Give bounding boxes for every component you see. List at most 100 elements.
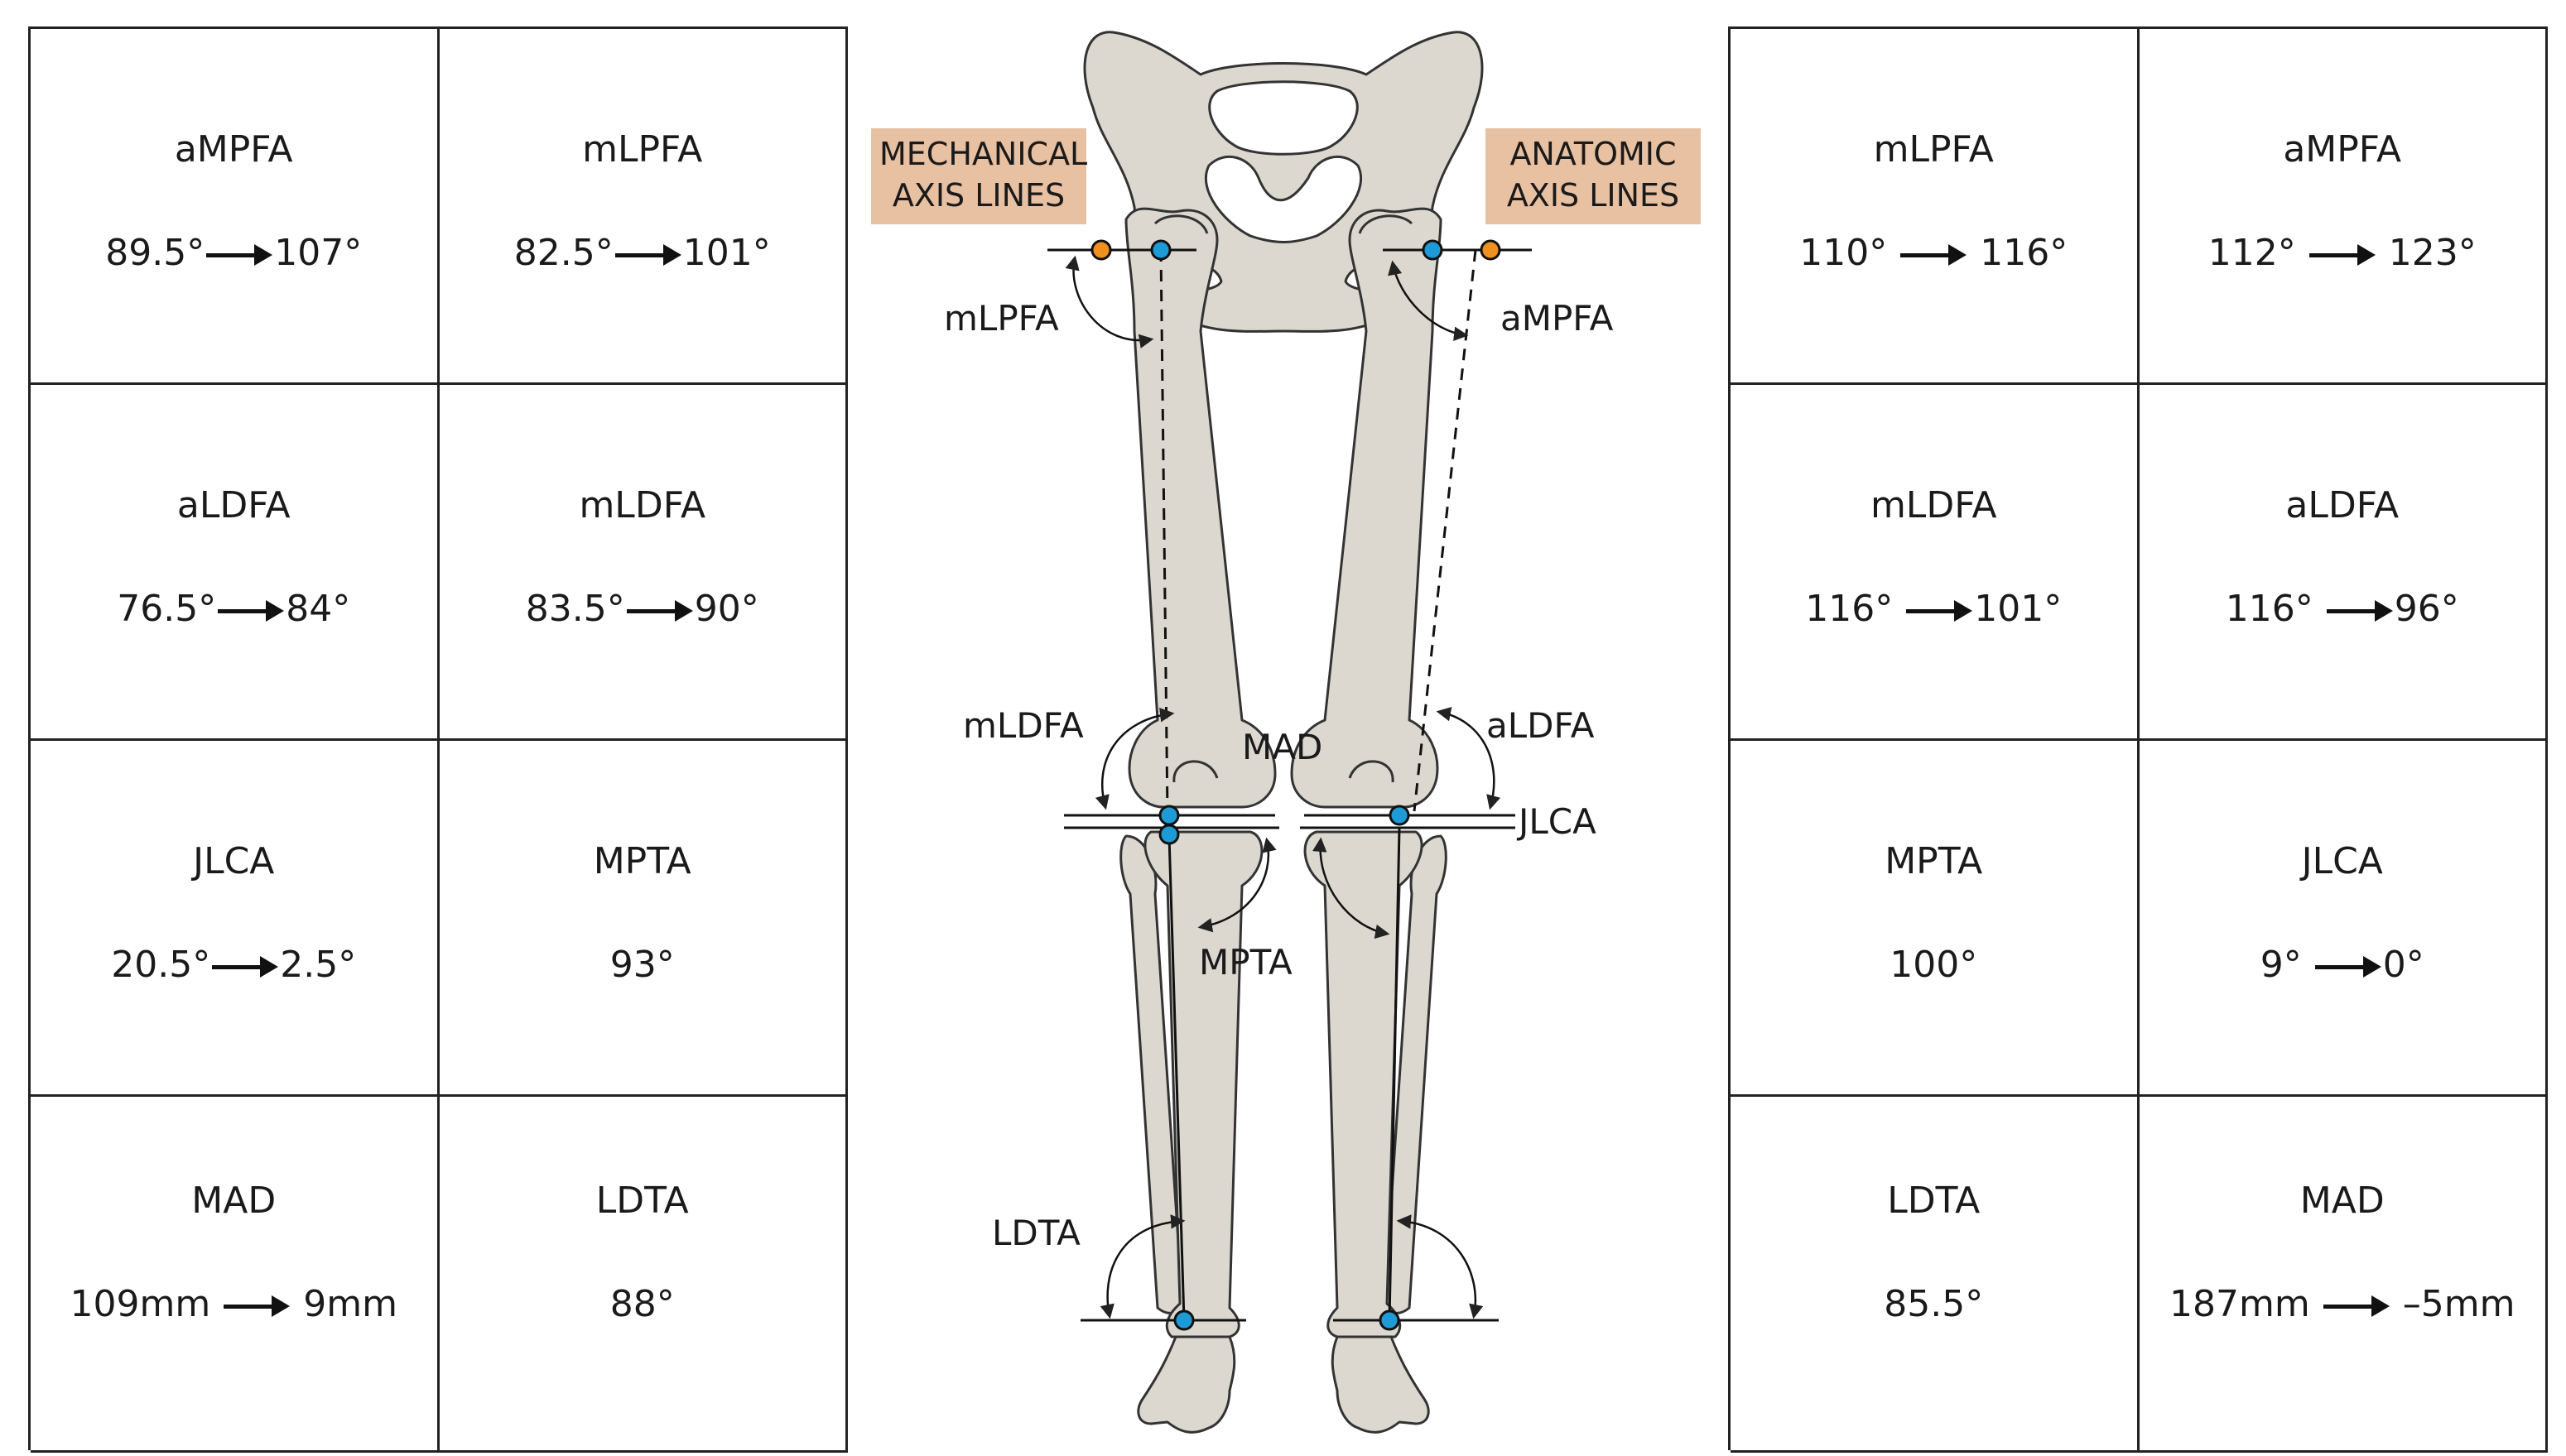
right-femoral-head-outline bbox=[1358, 214, 1413, 234]
mlpfa-arc bbox=[1065, 255, 1154, 348]
cell-name: MPTA bbox=[1885, 840, 1983, 882]
right-arrow-icon bbox=[614, 244, 681, 266]
right-cell-ldta: LDTA 85.5° bbox=[1731, 1097, 2140, 1453]
right-arrow-icon bbox=[206, 244, 273, 266]
cell-value: 82.5°101° bbox=[513, 232, 771, 274]
left-cell-ampfa: aMPFA 89.5°107° bbox=[31, 29, 440, 385]
cell-name: MAD bbox=[2299, 1180, 2385, 1222]
label-mad: MAD bbox=[1242, 727, 1323, 767]
left-cell-mlpfa: mLPFA 82.5°101° bbox=[439, 29, 848, 385]
left-cell-mad: MAD 109mm 9mm bbox=[31, 1097, 440, 1453]
aldfa-arc bbox=[1436, 707, 1501, 810]
left-angle-table: aMPFA 89.5°107° mLPFA 82.5°101° aLDFA 76… bbox=[28, 26, 848, 1453]
tag-line: ANATOMIC bbox=[1509, 136, 1677, 172]
cell-name: MAD bbox=[191, 1180, 277, 1222]
left-cell-aldfa: aLDFA 76.5°84° bbox=[31, 385, 440, 741]
left-hip-center-point bbox=[1150, 239, 1172, 261]
axis-lines bbox=[1047, 248, 1532, 1322]
right-arrow-icon bbox=[2323, 1295, 2390, 1317]
right-cell-mldfa: mLDFA 116° 101° bbox=[1731, 385, 2140, 741]
left-ankle-point bbox=[1173, 1309, 1195, 1331]
right-arrow-icon bbox=[626, 600, 693, 622]
cell-name: LDTA bbox=[595, 1180, 689, 1222]
left-femur-mechanical-axis bbox=[1159, 249, 1169, 816]
cell-value: 93° bbox=[609, 944, 675, 986]
cell-value: 88° bbox=[609, 1283, 675, 1325]
right-cell-aldfa: aLDFA 116° 96° bbox=[2139, 385, 2548, 741]
ampfa-arc bbox=[1388, 260, 1469, 341]
right-angle-table: mLPFA 110° 116° aMPFA 112° 123° mLDFA 11… bbox=[1728, 26, 2548, 1453]
cell-value: 85.5° bbox=[1884, 1283, 1984, 1325]
right-arrow-icon bbox=[1906, 600, 1973, 622]
right-arrow-icon bbox=[2314, 956, 2381, 978]
label-mlpfa: mLPFA bbox=[944, 298, 1059, 339]
mldfa-arc bbox=[1095, 708, 1175, 810]
cell-value: 109mm 9mm bbox=[70, 1283, 397, 1325]
right-mpta-arc bbox=[1312, 837, 1390, 939]
tag-line: AXIS LINES bbox=[892, 177, 1066, 214]
cell-name: LDTA bbox=[1887, 1180, 1981, 1222]
cell-value: 116° 96° bbox=[2225, 588, 2459, 630]
left-condyle-notch bbox=[1172, 760, 1219, 783]
label-jlca: JLCA bbox=[1519, 801, 1596, 842]
mpta-arc bbox=[1197, 837, 1277, 933]
cell-name: mLPFA bbox=[1873, 128, 1994, 171]
cell-value: 76.5°84° bbox=[117, 588, 351, 630]
right-cell-mpta: MPTA 100° bbox=[1731, 741, 2140, 1097]
label-aldfa: aLDFA bbox=[1486, 705, 1595, 746]
right-femur-anatomic-axis bbox=[1413, 249, 1477, 812]
cell-name: MPTA bbox=[593, 840, 691, 882]
cell-value: 100° bbox=[1890, 944, 1978, 986]
right-knee-point bbox=[1389, 805, 1410, 826]
left-knee-femur-point bbox=[1158, 805, 1180, 826]
cell-value: 20.5°2.5° bbox=[111, 944, 357, 986]
right-femur bbox=[1290, 207, 1442, 809]
tag-line: AXIS LINES bbox=[1506, 177, 1680, 214]
left-cell-mldfa: mLDFA 83.5°90° bbox=[439, 385, 848, 741]
right-hip-center-point bbox=[1422, 239, 1443, 261]
right-hip-anatomic-point bbox=[1480, 239, 1501, 261]
pelvis-sacrum bbox=[1208, 80, 1359, 156]
right-cell-mad: MAD 187mm –5mm bbox=[2139, 1097, 2548, 1453]
cell-value: 112° 123° bbox=[2207, 232, 2477, 274]
right-arrow-icon bbox=[218, 600, 285, 622]
cell-value: 9° 0° bbox=[2260, 944, 2424, 986]
cell-value: 89.5°107° bbox=[105, 232, 363, 274]
label-ldta: LDTA bbox=[992, 1213, 1081, 1253]
cell-name: aMPFA bbox=[174, 128, 293, 171]
mechanical-axis-lines-tag: MECHANICAL AXIS LINES bbox=[871, 128, 1088, 224]
right-arrow-icon bbox=[2308, 244, 2376, 266]
right-condyle-notch bbox=[1348, 760, 1394, 783]
cell-value: 187mm –5mm bbox=[2169, 1283, 2515, 1325]
right-arrow-icon bbox=[224, 1295, 291, 1317]
left-cell-jlca: JLCA 20.5°2.5° bbox=[31, 741, 440, 1097]
right-cell-jlca: JLCA 9° 0° bbox=[2139, 741, 2548, 1097]
left-hip-anatomic-point bbox=[1090, 239, 1112, 261]
ldta-arc bbox=[1100, 1214, 1186, 1319]
left-knee-tibia-point bbox=[1158, 824, 1180, 845]
cell-value: 116° 101° bbox=[1805, 588, 2063, 630]
right-ankle-point bbox=[1379, 1309, 1400, 1331]
left-cell-ldta: LDTA 88° bbox=[439, 1097, 848, 1453]
right-foot bbox=[1331, 1335, 1430, 1434]
right-cell-mlpfa: mLPFA 110° 116° bbox=[1731, 29, 2140, 385]
right-arrow-icon bbox=[2326, 600, 2393, 622]
left-cell-mpta: MPTA 93° bbox=[439, 741, 848, 1097]
axis-points bbox=[1090, 239, 1501, 1331]
label-mpta: MPTA bbox=[1199, 942, 1293, 983]
anatomic-axis-lines-tag: ANATOMIC AXIS LINES bbox=[1485, 128, 1701, 224]
tag-line: MECHANICAL bbox=[879, 136, 1088, 172]
label-ampfa: aMPFA bbox=[1500, 298, 1614, 339]
left-foot bbox=[1137, 1335, 1236, 1434]
right-arrow-icon bbox=[1900, 244, 1967, 266]
cell-name: mLDFA bbox=[579, 484, 706, 526]
right-ldta-arc bbox=[1396, 1214, 1484, 1319]
cell-name: aLDFA bbox=[176, 484, 291, 526]
cell-name: aMPFA bbox=[2283, 128, 2402, 171]
angle-arcs bbox=[1065, 255, 1501, 1319]
cell-name: aLDFA bbox=[2285, 484, 2400, 526]
right-tibia-axis bbox=[1388, 827, 1401, 1321]
cell-value: 110° 116° bbox=[1799, 232, 2068, 274]
right-arrow-icon bbox=[212, 956, 279, 978]
pelvis-foramen-center bbox=[1204, 155, 1363, 243]
